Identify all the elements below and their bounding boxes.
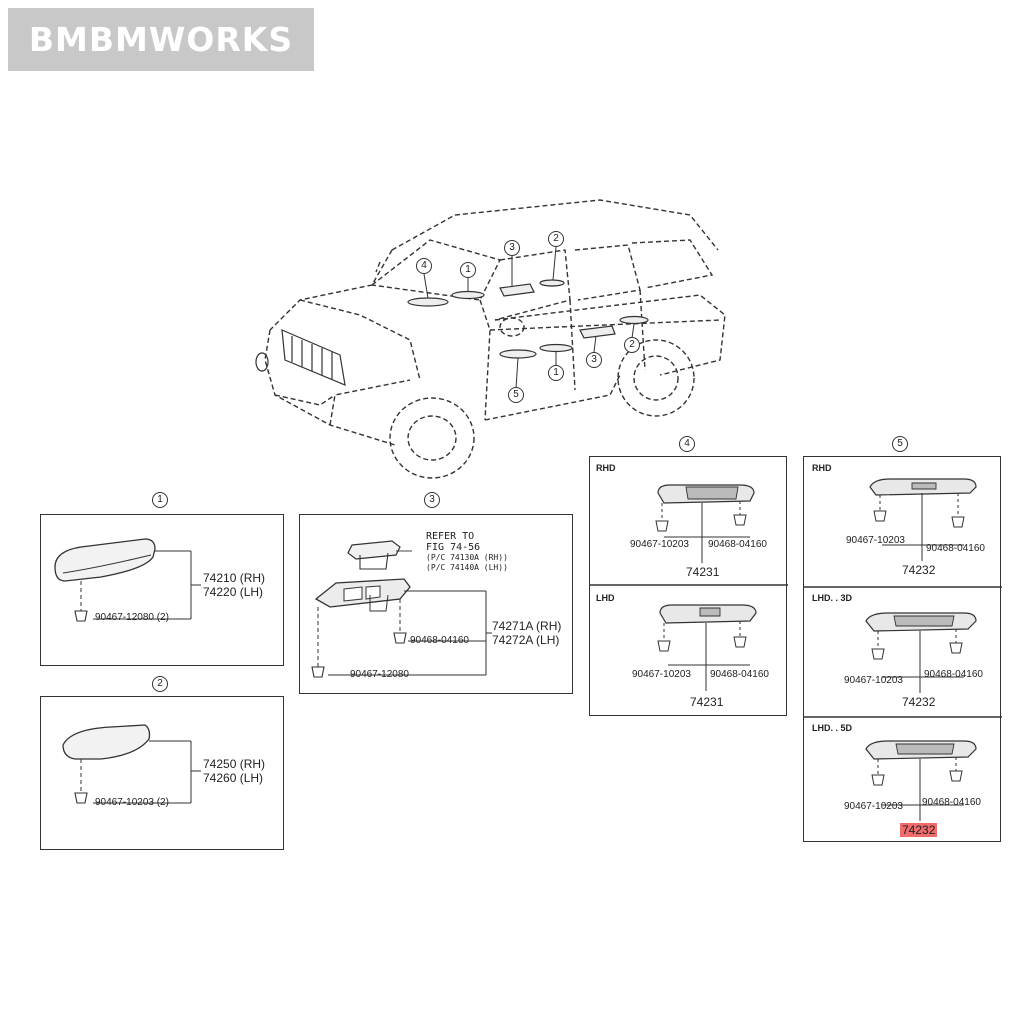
callout-2: 2 [548,231,564,247]
panel3-clip-a: 90468-04160 [410,635,469,646]
callout-2-lower: 2 [624,337,640,353]
panel2-part-rh: 74250 (RH) [203,757,266,771]
panel5-number: 5 [892,436,908,452]
panel3-refer-2: FIG 74-56 [426,542,481,553]
panel4-drawing [590,484,788,691]
panel5-lhd5-tag: LHD. . 5D [812,723,853,733]
callout-4: 4 [416,258,432,274]
panel5-rhd-clip-b: 90468-04160 [926,543,985,554]
panel4-rhd-tag: RHD [596,463,616,473]
brand-watermark: BMBMWORKS [8,8,314,71]
panel5-lhd5-part-highlighted: 74232 [900,823,938,837]
callout-1-lower: 1 [548,365,564,381]
panel5-drawing [804,478,1002,821]
callout-3-lower: 3 [586,352,602,368]
panel-1: 74210 (RH) 74220 (LH) 90467-12080 (2) [40,514,284,666]
panel3-refer-4: (P/C 74140A (LH)) [426,563,508,572]
panel5-lhd3-clip-a: 90467-10203 [844,675,903,686]
callout-1: 1 [460,262,476,278]
panel5-rhd-tag: RHD [812,463,832,473]
panel4-lhd-clip-a: 90467-10203 [632,669,691,680]
panel2-clip: 90467-10203 (2) [95,797,169,808]
panel2-number: 2 [152,676,168,692]
panel3-number: 3 [424,492,440,508]
panel1-drawing [54,538,201,622]
panel2-part-lh: 74260 (LH) [203,771,264,785]
panel4-rhd-clip-b: 90468-04160 [708,539,767,550]
panel4-lhd-tag: LHD [596,593,615,603]
panel3-refer-1: REFER TO [426,531,475,542]
panel5-lhd5-clip-b: 90468-04160 [922,797,981,808]
panel5-lhd3-part: 74232 [902,695,936,709]
panel1-part-lh: 74220 (LH) [203,585,264,599]
panel4-lhd-clip-b: 90468-04160 [710,669,769,680]
panel3-drawing [311,540,492,678]
panel5-rhd-part: 74232 [902,563,936,577]
callout-3: 3 [504,240,520,256]
panel3-part-rh: 74271A (RH) [492,619,562,633]
panel4-number: 4 [679,436,695,452]
panel3-part-lh: 74272A (LH) [492,633,560,647]
panel3-refer-3: (P/C 74130A (RH)) [426,553,508,562]
panel5-lhd5-clip-a: 90467-10203 [844,801,903,812]
panel5-rhd-clip-a: 90467-10203 [846,535,905,546]
panel3-clip-b: 90467-12080 [350,669,409,680]
panel4-lhd-part: 74231 [690,695,724,709]
panel4-rhd-clip-a: 90467-10203 [630,539,689,550]
panel-5: RHD 90467-10203 90468-04160 74232 LHD. .… [803,456,1002,842]
panel1-number: 1 [152,492,168,508]
panel-4: RHD 90467-10203 90468-04160 74231 LHD 90… [589,456,788,716]
panel2-drawing [62,724,201,804]
panel5-lhd3-clip-b: 90468-04160 [924,669,983,680]
panel4-rhd-part: 74231 [686,565,720,579]
panel-3: REFER TO FIG 74-56 (P/C 74130A (RH)) (P/… [299,514,573,694]
panel5-lhd3-tag: LHD. . 3D [812,593,853,603]
panel-2: 74250 (RH) 74260 (LH) 90467-10203 (2) [40,696,284,850]
panel1-part-rh: 74210 (RH) [203,571,266,585]
panel1-clip: 90467-12080 (2) [95,612,169,623]
callout-5: 5 [508,387,524,403]
